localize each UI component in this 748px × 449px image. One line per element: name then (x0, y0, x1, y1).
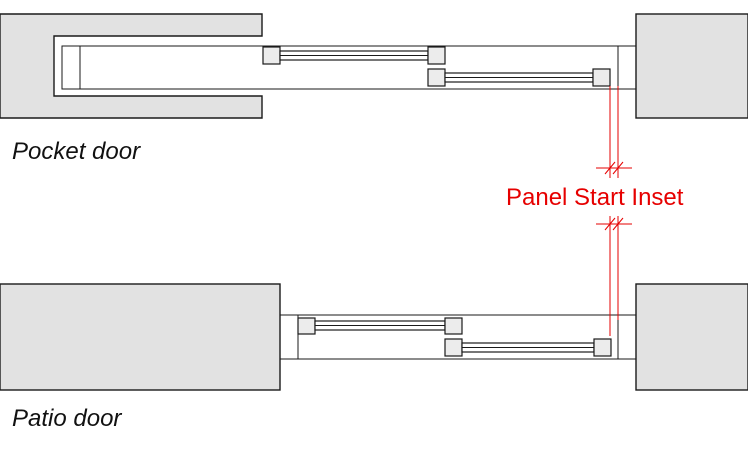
patio-door-diagram (0, 283, 748, 391)
patio-right-jamb (617, 314, 637, 360)
patio-right-wall (635, 283, 748, 391)
panel-start-inset-label: Panel Start Inset (506, 184, 684, 211)
patio-panel-2 (444, 338, 612, 357)
pocket-jamb (61, 45, 81, 90)
pocket-door-diagram (0, 13, 748, 119)
pocket-left-wall (0, 13, 263, 119)
pocket-strike-jamb (617, 45, 637, 90)
pocket-panel-1 (262, 46, 446, 65)
patio-door-label: Patio door (12, 405, 122, 432)
panel-start-inset-dimension (596, 86, 632, 336)
patio-panel-1 (297, 317, 463, 335)
pocket-door-label: Pocket door (12, 138, 141, 165)
patio-left-wall (0, 283, 281, 391)
patio-left-jamb (279, 314, 299, 360)
pocket-right-wall (635, 13, 748, 119)
pocket-panel-2 (427, 68, 611, 87)
